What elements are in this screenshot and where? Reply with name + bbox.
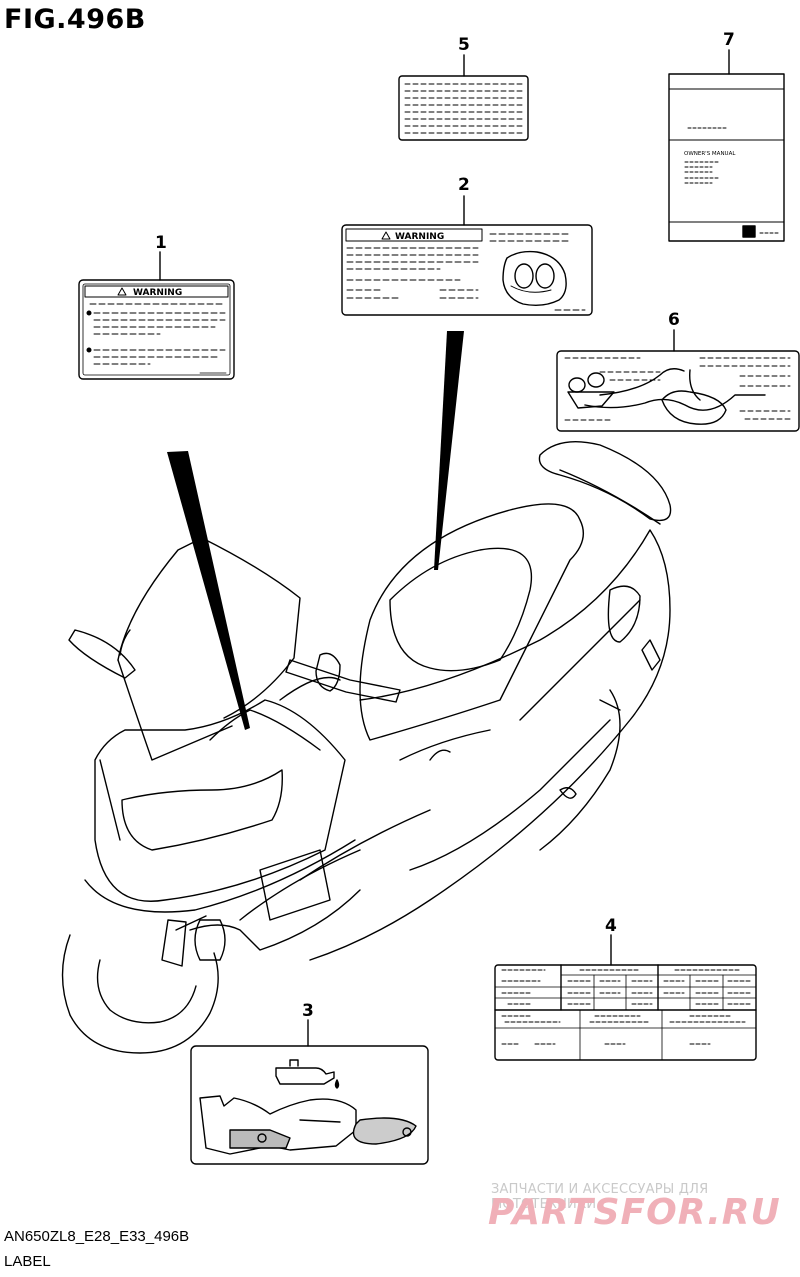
diagram-code: AN650ZL8_E28_E33_496B	[4, 1228, 190, 1245]
label-4-spec-table-sticker	[494, 934, 757, 1061]
label-1-warning-sticker: WARNING	[78, 251, 235, 380]
label-5-sticker	[398, 54, 529, 141]
callout-number: 4	[605, 916, 617, 936]
label-6-hose-routing-sticker	[556, 329, 800, 432]
item-7-owners-manual: OWNER'S MANUAL	[668, 49, 785, 242]
callout-number: 5	[458, 35, 470, 55]
callout-number: 1	[155, 233, 167, 253]
label-7-manual-text: OWNER'S MANUAL	[684, 151, 736, 157]
callout-number: 3	[302, 1001, 314, 1021]
watermark-tagline: ЗАПЧАСТИ И АКСЕССУАРЫ ДЛЯ МОТОТЕХНИКИ	[491, 1182, 709, 1212]
label-1-heading: WARNING	[133, 288, 182, 298]
label-2-heading: WARNING	[395, 232, 444, 242]
label-3-oil-sticker	[190, 1019, 429, 1165]
scooter-illustration	[61, 331, 672, 1054]
label-2-warning-sticker: WARNING	[341, 195, 593, 316]
diagram-caption: LABEL	[4, 1253, 51, 1270]
callout-number: 2	[458, 175, 470, 195]
callout-number: 6	[668, 310, 680, 330]
figure-title: FIG.496B	[4, 4, 146, 35]
callout-number: 7	[723, 30, 735, 50]
watermark-logo: PARTSFOR.RU	[488, 1192, 781, 1233]
